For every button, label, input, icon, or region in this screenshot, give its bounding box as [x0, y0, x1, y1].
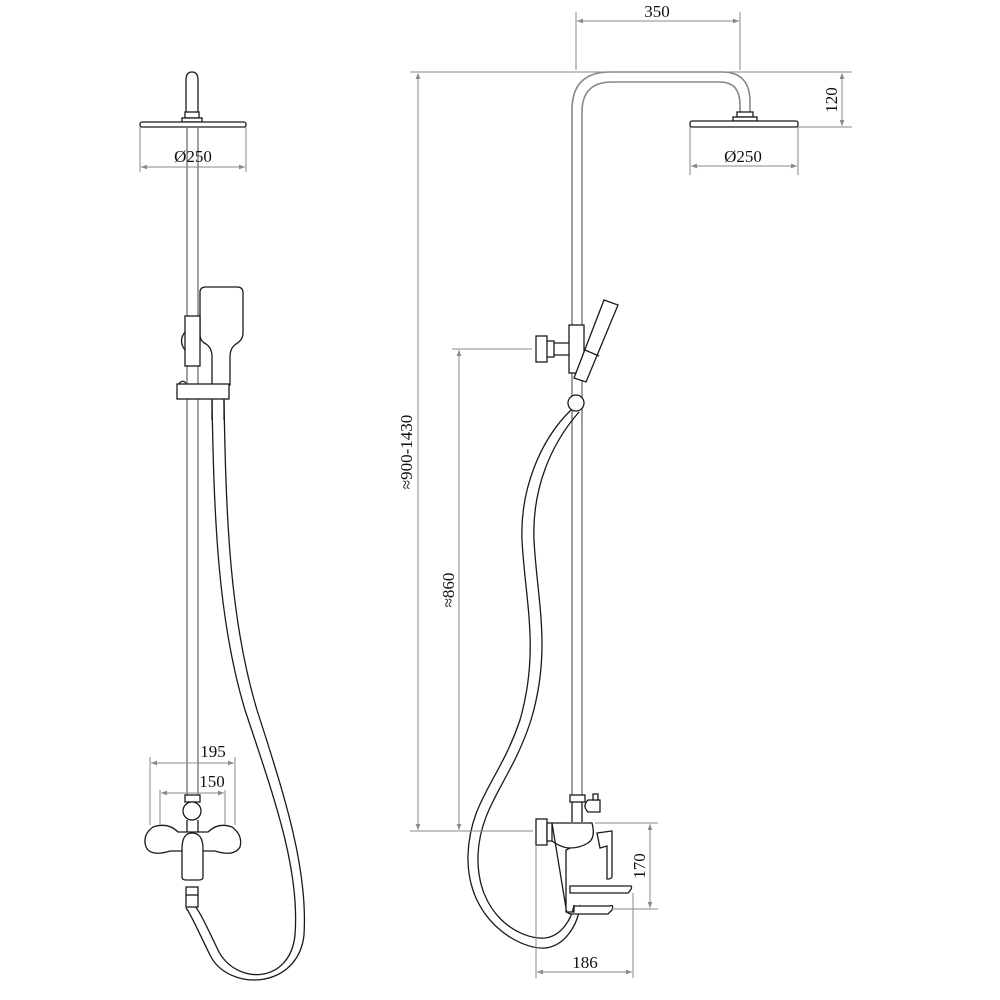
top-pipe-stub [185, 71, 199, 113]
lower-holder [176, 383, 230, 400]
dim-mixer-height: 170 [630, 853, 649, 879]
diverter-cap [184, 794, 201, 803]
front-view: Ø250 195 150 [139, 71, 306, 981]
dim-mixer-depth: 186 [572, 953, 598, 972]
hose-inner [185, 399, 306, 981]
ball-joint [567, 394, 585, 412]
dim-side-head-diameter: Ø250 [724, 147, 762, 166]
riser-outer [571, 71, 751, 795]
side-mixer-inlet [535, 818, 548, 846]
mixer-handle [181, 832, 204, 881]
hose-connector [185, 886, 199, 908]
side-hand-shower [573, 299, 619, 383]
dim-holder-height: ≈860 [439, 573, 458, 608]
slider-knob [180, 331, 186, 351]
side-head-connector [736, 111, 754, 118]
dim-front-head-diameter: Ø250 [174, 147, 212, 166]
dim-mixer-width: 195 [200, 742, 226, 761]
side-mixer-body [551, 822, 614, 915]
side-hose-inner [477, 411, 580, 939]
dim-head-drop: 120 [822, 87, 841, 113]
side-diverter [584, 799, 601, 813]
shower-head [139, 121, 247, 128]
dim-mixer-inlet-spacing: 150 [199, 772, 225, 791]
riser-inner [581, 81, 741, 795]
dim-total-height: ≈900-1430 [397, 415, 416, 490]
side-mixer-lever [596, 830, 613, 880]
slider-bracket [184, 315, 201, 367]
side-shower-head [689, 120, 799, 128]
head-connector [184, 111, 200, 119]
side-hose-outer [467, 409, 581, 949]
hose-outer [191, 399, 297, 976]
dim-arm-reach: 350 [644, 2, 670, 21]
side-view: 350 120 Ø250 ≈900-1430 ≈860 170 186 [397, 2, 852, 978]
diverter-knob [182, 801, 202, 821]
hand-shower [199, 286, 244, 386]
side-spout [569, 885, 633, 894]
side-slider-knob [535, 335, 548, 363]
